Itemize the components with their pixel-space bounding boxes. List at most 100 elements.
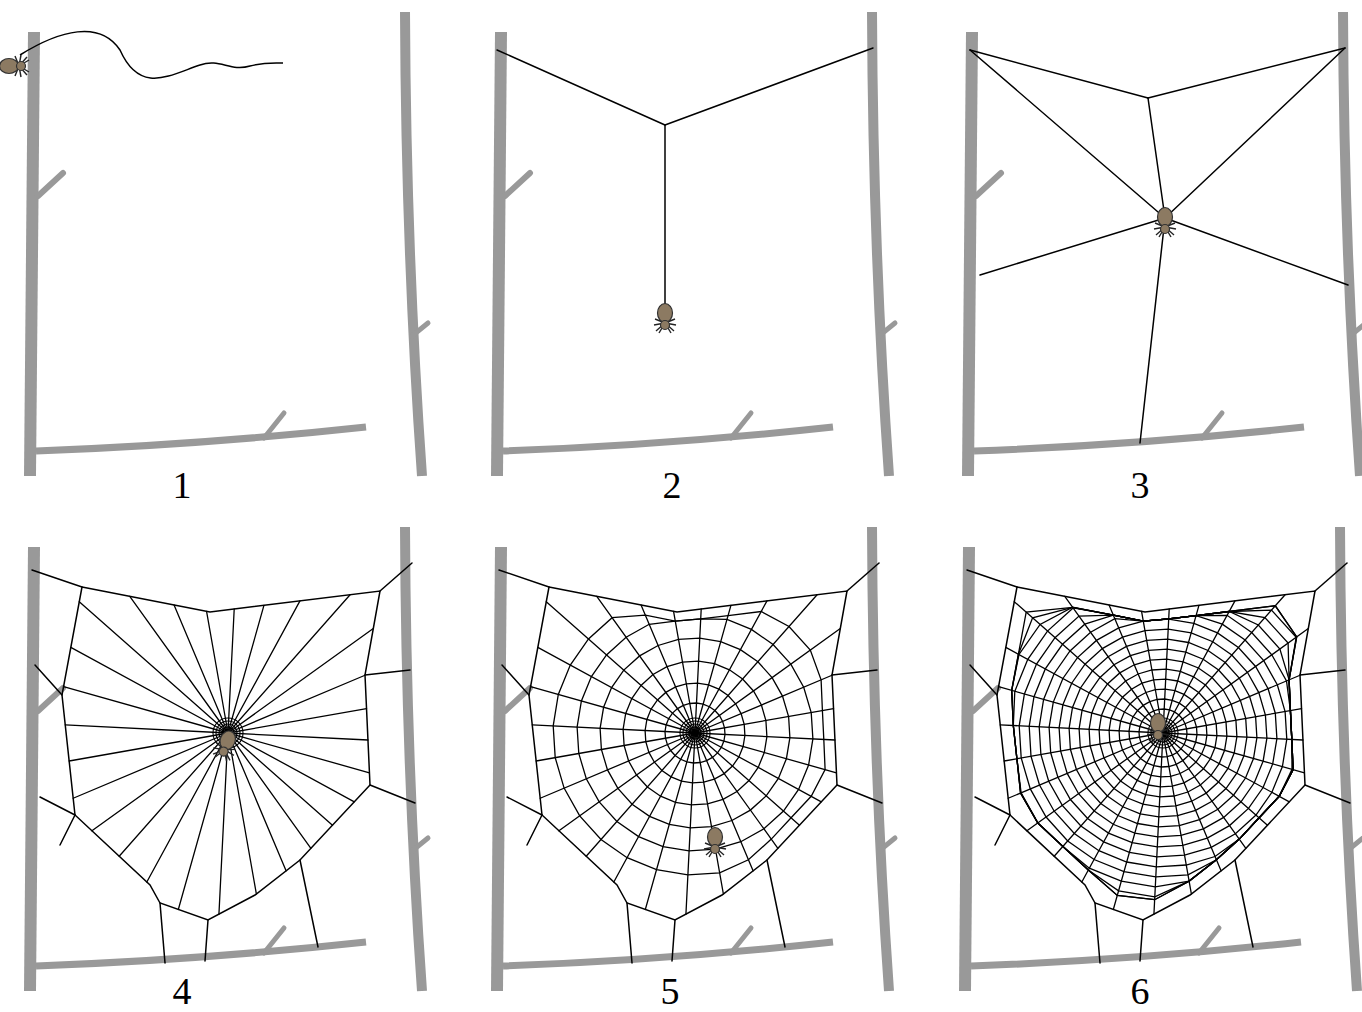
hub-thread — [683, 721, 707, 745]
silk-thread — [1148, 98, 1165, 218]
spider-abdomen — [708, 828, 723, 847]
tree-trunk — [968, 32, 972, 476]
tree-trunk — [405, 527, 422, 991]
anchor-thread — [837, 785, 882, 803]
spider-head — [661, 321, 670, 330]
radial-thread — [538, 647, 695, 733]
tree-trunk — [1343, 12, 1360, 476]
spiral-thread — [1012, 606, 1297, 900]
anchor-thread — [1300, 670, 1345, 675]
hub-thread — [680, 718, 710, 748]
anchor-thread — [970, 665, 997, 695]
radial-thread — [1113, 733, 1163, 909]
step-number: 6 — [1131, 972, 1150, 1010]
spiral-thread — [1109, 679, 1217, 787]
tree-trunk — [30, 547, 34, 991]
anchor-thread — [507, 797, 542, 815]
radial-thread — [1006, 647, 1163, 733]
ground-branch — [971, 942, 1301, 966]
frame-thread — [529, 587, 847, 920]
spiral-thread — [1079, 649, 1247, 817]
spiral-thread — [1129, 699, 1197, 767]
spider — [654, 304, 676, 334]
radial-thread — [174, 605, 228, 733]
tree-branch — [38, 173, 63, 196]
twig — [264, 413, 284, 438]
ground-branch — [36, 427, 366, 451]
tree-branch — [1347, 838, 1362, 851]
radial-thread — [119, 733, 228, 856]
tree-trunk — [30, 32, 34, 476]
anchor-thread — [40, 797, 75, 815]
ground-branch — [503, 427, 833, 451]
spider-head — [1154, 731, 1163, 740]
spider — [704, 828, 726, 858]
anchor-thread — [1235, 860, 1253, 947]
anchor-thread — [60, 815, 75, 845]
anchor-thread — [365, 670, 410, 675]
anchor-thread — [499, 570, 549, 587]
tree-trunk — [497, 547, 501, 991]
radial-thread — [228, 733, 354, 802]
radial-thread — [228, 675, 365, 733]
anchor-thread — [767, 860, 785, 947]
spider-head — [17, 62, 26, 71]
radial-thread — [228, 605, 264, 733]
spiral-thread — [577, 619, 813, 851]
anchor-thread — [975, 797, 1010, 815]
radial-thread — [64, 687, 228, 733]
spiral-thread — [1119, 689, 1207, 777]
tree-branch — [1350, 323, 1362, 336]
ground-branch — [36, 942, 366, 966]
radial-thread — [674, 611, 695, 733]
anchor-thread — [1095, 903, 1100, 963]
spider-abdomen — [1151, 714, 1166, 733]
spiral-thread — [1029, 615, 1292, 867]
radial-thread — [228, 733, 286, 871]
anchor-thread — [502, 665, 529, 695]
radial-thread — [695, 629, 840, 733]
tree-trunk — [405, 12, 422, 476]
spiral-thread — [1089, 659, 1237, 807]
radial-thread — [228, 733, 256, 894]
silk-thread — [497, 50, 665, 125]
radial-thread — [207, 611, 228, 733]
radial-thread — [228, 629, 373, 733]
radial-thread — [228, 733, 369, 773]
silk-thread — [664, 125, 666, 312]
spider — [1154, 208, 1176, 238]
spiral-thread — [1099, 669, 1227, 797]
hub-thread — [692, 730, 698, 736]
silk-thread — [970, 50, 1165, 218]
anchor-thread — [967, 570, 1017, 587]
radial-thread — [130, 596, 228, 733]
spider — [0, 55, 29, 77]
spiral-thread — [1069, 639, 1257, 827]
silk-thread — [1165, 218, 1348, 285]
spider-head — [711, 845, 720, 854]
radial-thread — [228, 595, 350, 733]
silk-thread — [20, 31, 283, 78]
spiral-thread — [1012, 606, 1297, 900]
anchor-thread — [1315, 563, 1347, 591]
spiral-thread — [1139, 709, 1187, 757]
anchor-thread — [832, 670, 877, 675]
twig — [1202, 413, 1222, 438]
spiral-thread — [1013, 608, 1293, 887]
spiral-thread — [623, 661, 767, 805]
silk-thread — [1165, 48, 1345, 218]
twig — [1199, 928, 1219, 953]
anchor-thread — [995, 815, 1010, 845]
spider-abdomen — [1158, 208, 1173, 227]
step-number: 4 — [173, 972, 192, 1010]
anchor-thread — [160, 903, 165, 963]
tree-trunk — [872, 527, 889, 991]
anchor-thread — [300, 860, 318, 947]
anchor-thread — [380, 563, 412, 591]
spiral-thread — [1012, 607, 1296, 897]
step-number: 3 — [1131, 466, 1150, 504]
radial-thread — [1163, 601, 1235, 733]
anchor-thread — [847, 563, 879, 591]
tree-trunk — [872, 12, 889, 476]
